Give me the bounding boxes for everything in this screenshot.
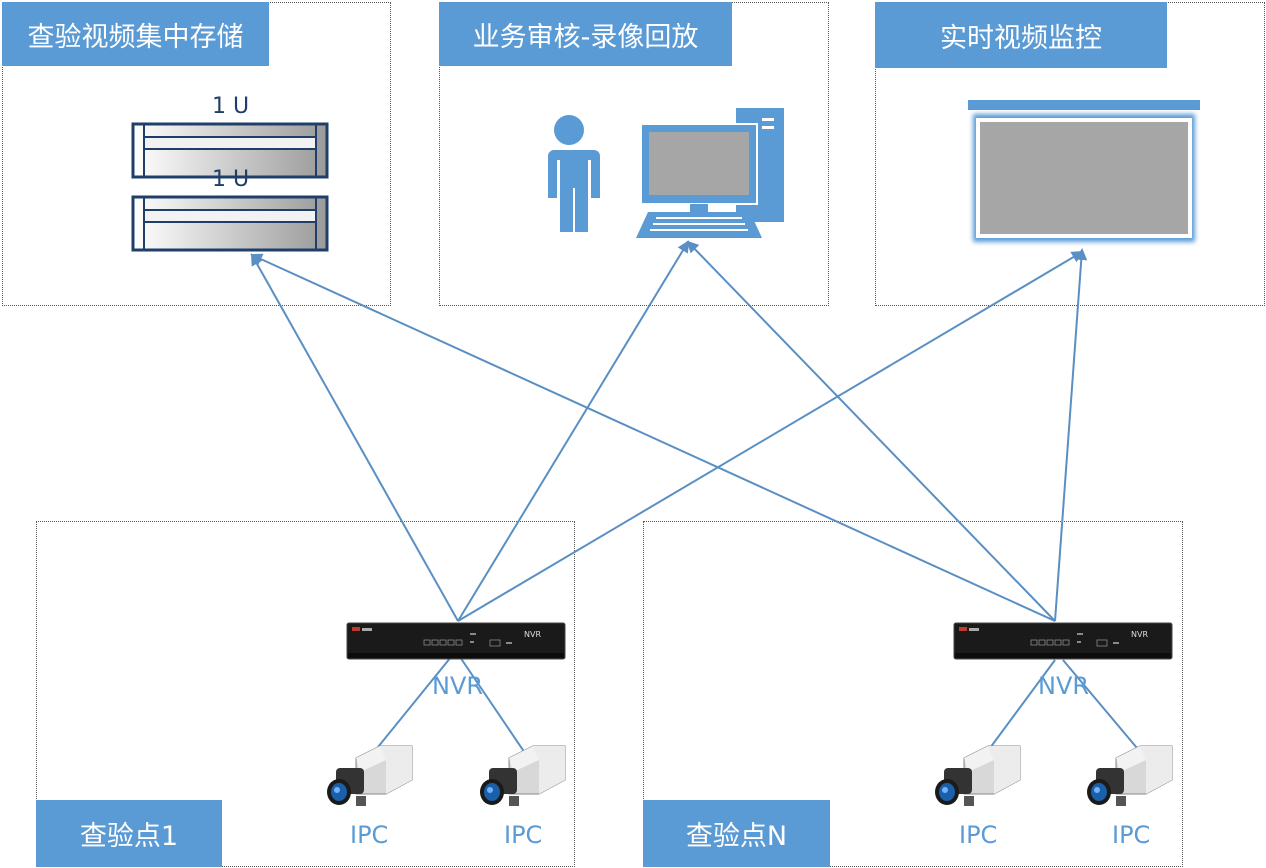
ip-camera-icon [480,745,566,806]
rack-unit-label: 1 U [212,167,250,192]
review-panel-title: 业务审核-录像回放 [439,2,732,66]
nvr-device-text: NVR [1131,630,1148,639]
siteN-panel-title: 查验点N [643,800,830,867]
ipc-label: IPC [350,821,389,849]
ip-camera-icon [1087,745,1173,806]
nvr-device-text: NVR [524,630,541,639]
nvr-label: NVR [1038,672,1090,700]
site1-panel-title: 查验点1 [36,800,222,867]
monitor-panel-title: 实时视频监控 [875,2,1167,68]
rack-server-icon [131,122,329,252]
storage-panel-title: 查验视频集中存储 [2,2,269,66]
ipc-label: IPC [504,821,543,849]
ip-camera-icon [935,745,1021,806]
rack-unit-label: 1 U [212,94,250,119]
nvr-recorder-icon: NVR [953,622,1173,660]
desktop-computer-icon [636,108,784,238]
monitor-screen-icon [968,100,1200,242]
ipc-label: IPC [959,821,998,849]
nvr-recorder-icon: NVR [346,622,566,660]
person-icon [544,115,600,232]
nvr-label: NVR [432,672,484,700]
ipc-label: IPC [1112,821,1151,849]
ip-camera-icon [327,745,413,806]
